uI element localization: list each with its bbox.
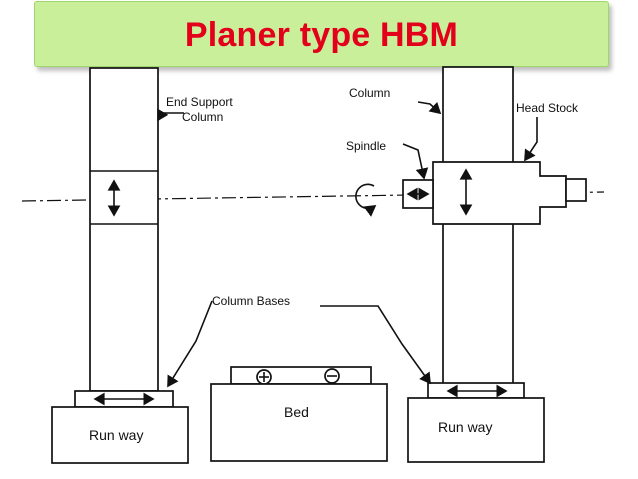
spindle-shaft-right <box>565 178 587 202</box>
bed-top <box>230 366 372 385</box>
label-end-support: End Support <box>166 95 233 109</box>
bed <box>210 383 388 462</box>
leader-column-bases-right <box>320 305 431 385</box>
label-spindle: Spindle <box>346 139 386 153</box>
rotation-arrow-icon <box>355 183 377 217</box>
label-run-way-right: Run way <box>438 419 492 435</box>
leader-head-stock <box>524 117 538 162</box>
label-head-stock: Head Stock <box>516 101 579 115</box>
title-banner: Planer type HBM <box>34 1 609 67</box>
label-end-support-column: Column <box>182 110 223 124</box>
main-column <box>442 66 514 385</box>
leader-column-bases-left <box>167 300 213 388</box>
label-column: Column <box>349 86 390 100</box>
label-column-bases: Column Bases <box>212 294 290 308</box>
slide-title: Planer type HBM <box>184 16 459 54</box>
head-stock <box>432 161 567 225</box>
leader-column <box>417 101 442 115</box>
label-run-way-left: Run way <box>89 427 143 443</box>
runway-left <box>51 406 189 464</box>
runway-right <box>407 397 545 463</box>
end-support-column <box>89 67 159 392</box>
label-bed: Bed <box>284 404 309 420</box>
leader-spindle <box>402 143 429 180</box>
leader-end-support <box>157 108 184 122</box>
